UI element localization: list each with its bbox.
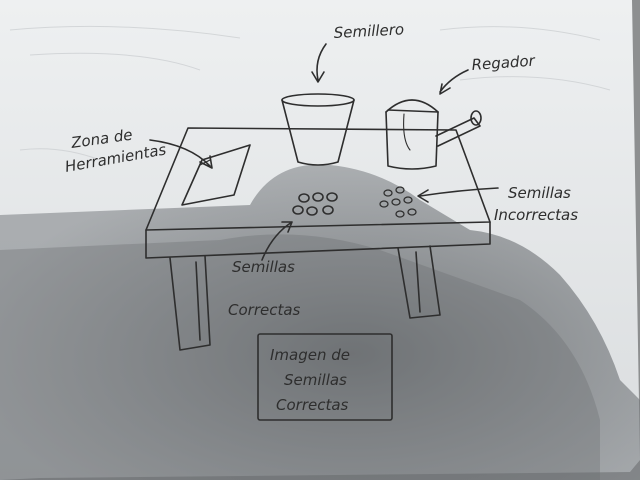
label-correct-seeds-2: Correctas xyxy=(228,301,301,319)
label-image-box-2: Semillas xyxy=(284,371,347,389)
tool-zone-plate xyxy=(181,144,251,206)
watering-can xyxy=(385,99,482,170)
label-image-box-3: Correctas xyxy=(276,396,349,414)
label-seedbed: Semillero xyxy=(333,20,404,42)
bleed-through-lines xyxy=(9,25,611,161)
arrow-watering-can xyxy=(439,69,469,95)
arrow-tool-zone xyxy=(149,139,213,169)
table-top-front-edge xyxy=(145,221,491,259)
arrow-correct-seeds xyxy=(261,221,293,261)
correct-seeds xyxy=(292,192,338,216)
seedbed-pot xyxy=(281,93,355,166)
incorrect-seeds xyxy=(379,186,417,218)
hand-shadow xyxy=(0,164,640,480)
label-correct-seeds-1: Semillas xyxy=(232,258,295,276)
shadow-core xyxy=(0,234,600,480)
arrow-seedbed xyxy=(311,43,327,83)
label-image-box-1: Imagen de xyxy=(270,346,350,364)
arrow-incorrect-seeds xyxy=(417,187,499,203)
label-incorrect-seeds-2: Incorrectas xyxy=(494,206,578,224)
label-watering-can: Regador xyxy=(471,52,536,74)
table-leg-right xyxy=(397,245,441,319)
correct-seeds-image-box xyxy=(257,333,393,421)
table-leg-left xyxy=(169,255,211,351)
label-incorrect-seeds-1: Semillas xyxy=(508,184,571,202)
